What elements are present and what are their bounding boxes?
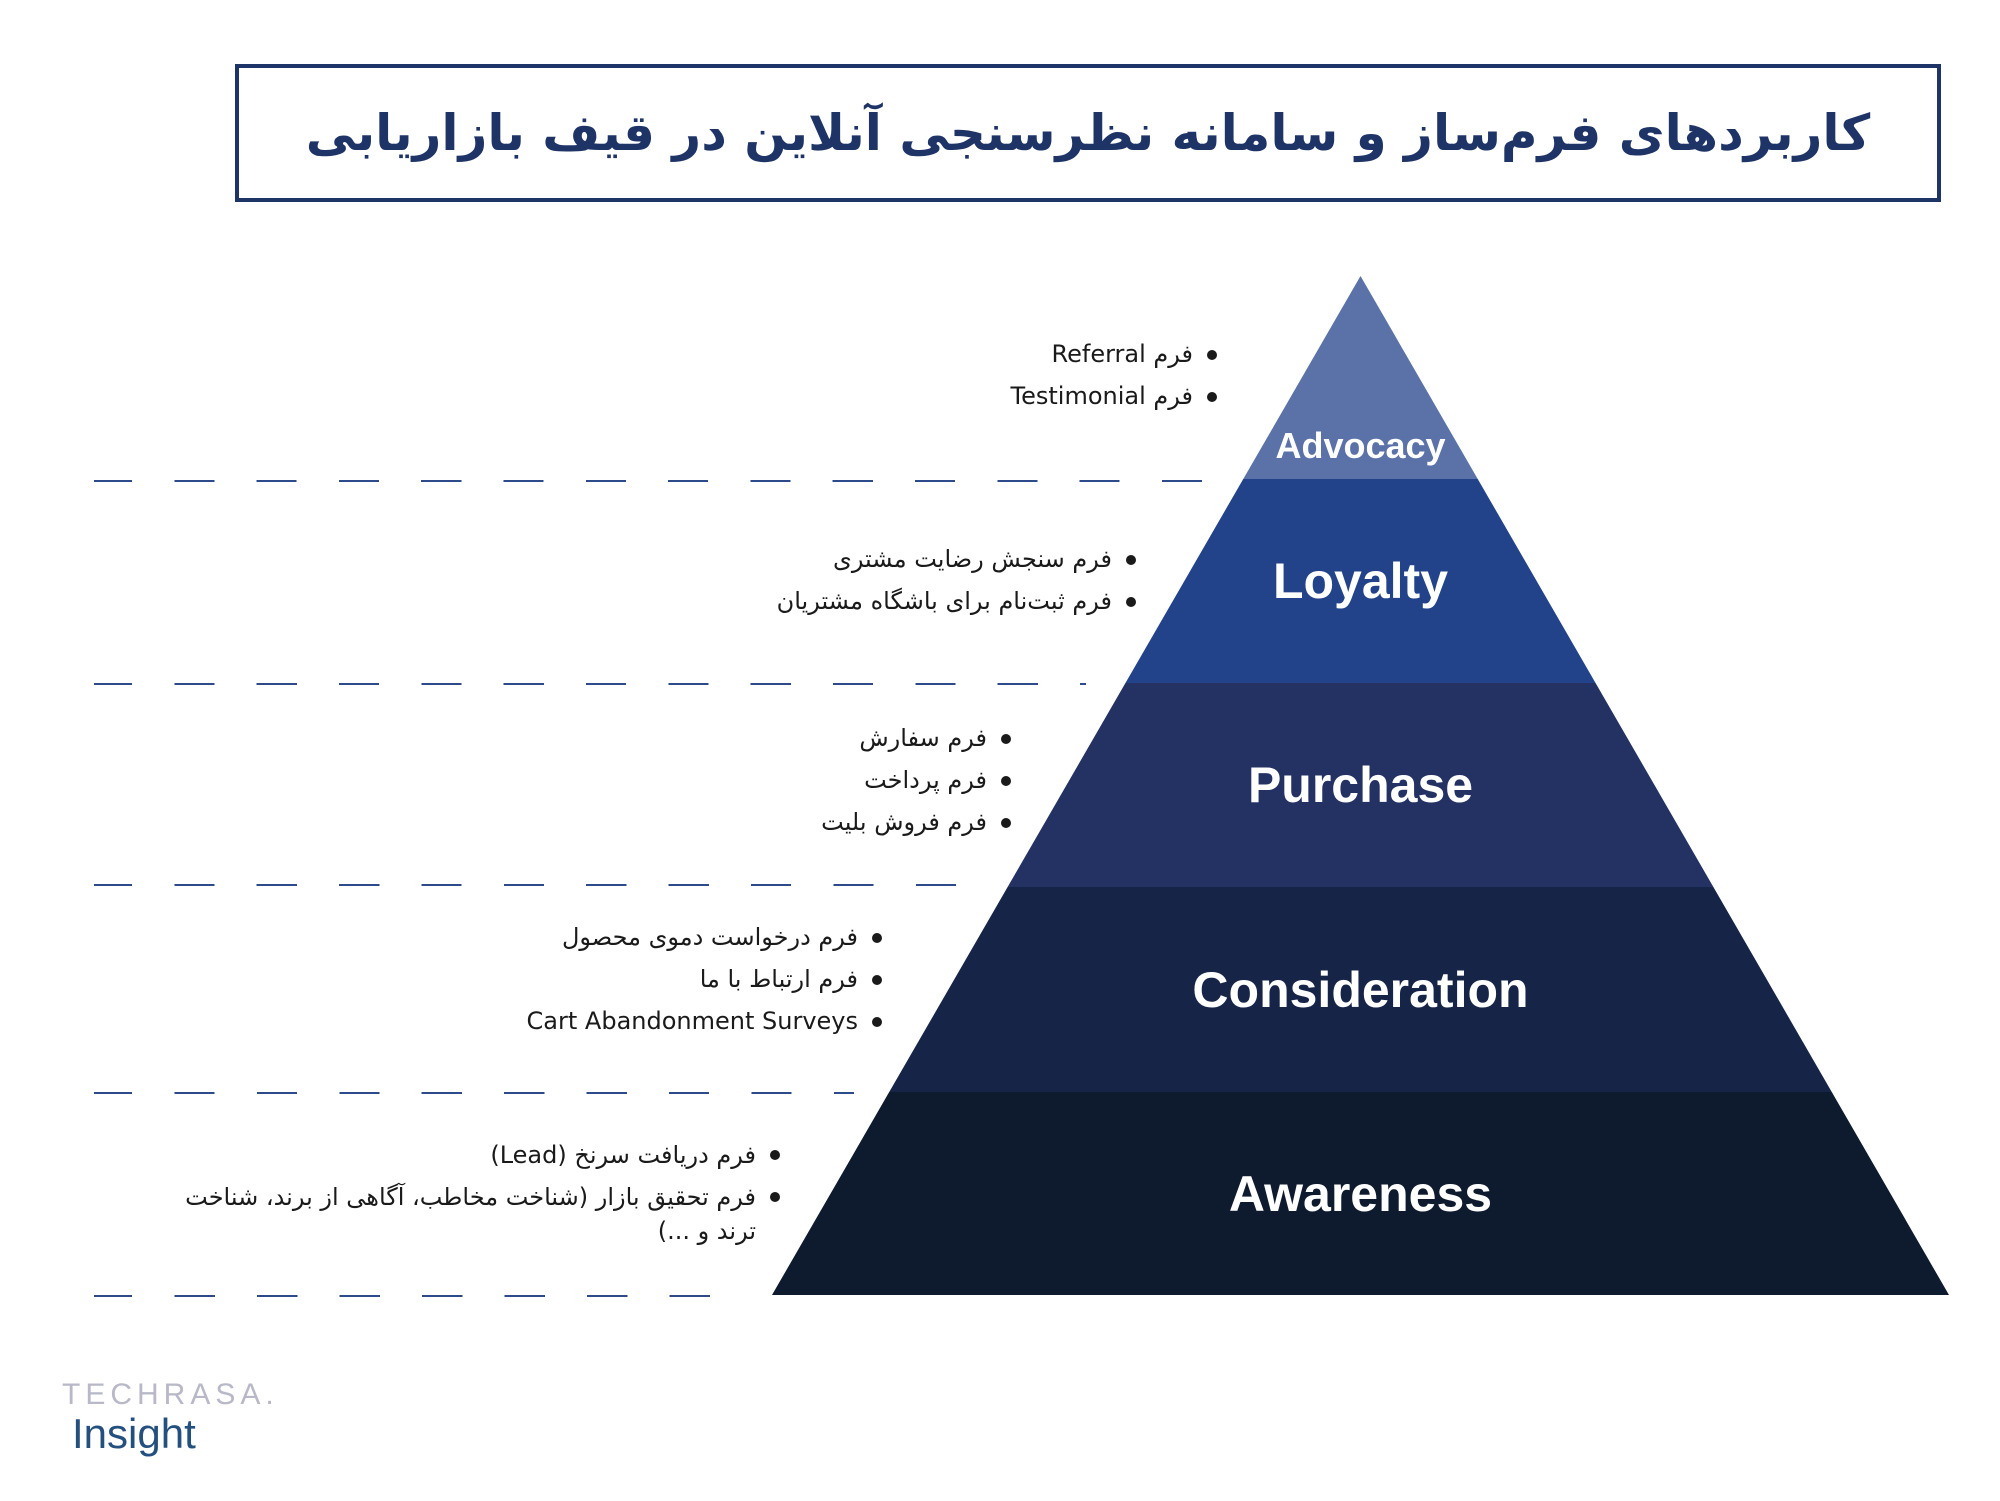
divider-line bbox=[94, 1295, 730, 1297]
bullet-icon bbox=[1001, 734, 1011, 744]
bullet-icon bbox=[872, 933, 882, 943]
bullet-icon bbox=[1126, 597, 1136, 607]
divider-line bbox=[94, 1092, 854, 1094]
bullet-icon bbox=[1001, 776, 1011, 786]
list-item: Cart Abandonment Surveys bbox=[527, 1000, 882, 1042]
list-item: فرم ثبت‌نام برای باشگاه مشتریان bbox=[777, 580, 1136, 622]
divider-line bbox=[94, 480, 1204, 482]
page-title: کاربردهای فرم‌ساز و سامانه نظرسنجی آنلای… bbox=[305, 104, 1871, 162]
stage-label: Consideration bbox=[1192, 961, 1529, 1018]
list-item: فرم فروش بلیت bbox=[821, 801, 1011, 843]
list-item: فرم تحقیق بازار (شناخت مخاطب، آگاهی از ب… bbox=[140, 1180, 780, 1248]
bullet-icon bbox=[872, 1017, 882, 1027]
stage-label: Awareness bbox=[1228, 1165, 1493, 1222]
stage-advocacy: Advocacy bbox=[772, 276, 1949, 479]
stage-label: Purchase bbox=[1247, 757, 1474, 813]
bullet-icon bbox=[770, 1192, 780, 1202]
divider-line bbox=[94, 683, 1086, 685]
loyalty-items: فرم سنجش رضایت مشتری فرم ثبت‌نام برای با… bbox=[777, 538, 1136, 622]
advocacy-items: فرم Referral فرم Testimonial bbox=[1011, 333, 1217, 417]
list-item: فرم سفارش bbox=[821, 717, 1011, 759]
stage-label: Loyalty bbox=[1272, 553, 1449, 609]
list-item: فرم دریافت سرنخ (Lead) bbox=[140, 1138, 780, 1172]
brand-logo: TECHRASA. bbox=[62, 1378, 279, 1411]
awareness-items: فرم دریافت سرنخ (Lead) فرم تحقیق بازار (… bbox=[140, 1138, 780, 1248]
bullet-icon bbox=[1207, 392, 1217, 402]
list-item: فرم پرداخت bbox=[821, 759, 1011, 801]
bullet-icon bbox=[770, 1150, 780, 1160]
bullet-icon bbox=[1207, 350, 1217, 360]
list-item: فرم Referral bbox=[1011, 333, 1217, 375]
list-item: فرم ارتباط با ما bbox=[527, 958, 882, 1000]
brand-logo-sub: Insight bbox=[72, 1410, 196, 1457]
stage-awareness: Awareness bbox=[772, 1092, 1949, 1295]
bullet-icon bbox=[1126, 555, 1136, 565]
list-item: فرم درخواست دموی محصول bbox=[527, 916, 882, 958]
title-box: کاربردهای فرم‌ساز و سامانه نظرسنجی آنلای… bbox=[235, 64, 1941, 202]
stage-consideration: Consideration bbox=[772, 887, 1949, 1092]
purchase-items: فرم سفارش فرم پرداخت فرم فروش بلیت bbox=[821, 717, 1011, 843]
bullet-icon bbox=[872, 975, 882, 985]
bullet-icon bbox=[1001, 818, 1011, 828]
consideration-items: فرم درخواست دموی محصول فرم ارتباط با ما … bbox=[527, 916, 882, 1042]
list-item: فرم Testimonial bbox=[1011, 375, 1217, 417]
list-item: فرم سنجش رضایت مشتری bbox=[777, 538, 1136, 580]
stage-label: Advocacy bbox=[1275, 425, 1446, 466]
divider-line bbox=[94, 884, 970, 886]
